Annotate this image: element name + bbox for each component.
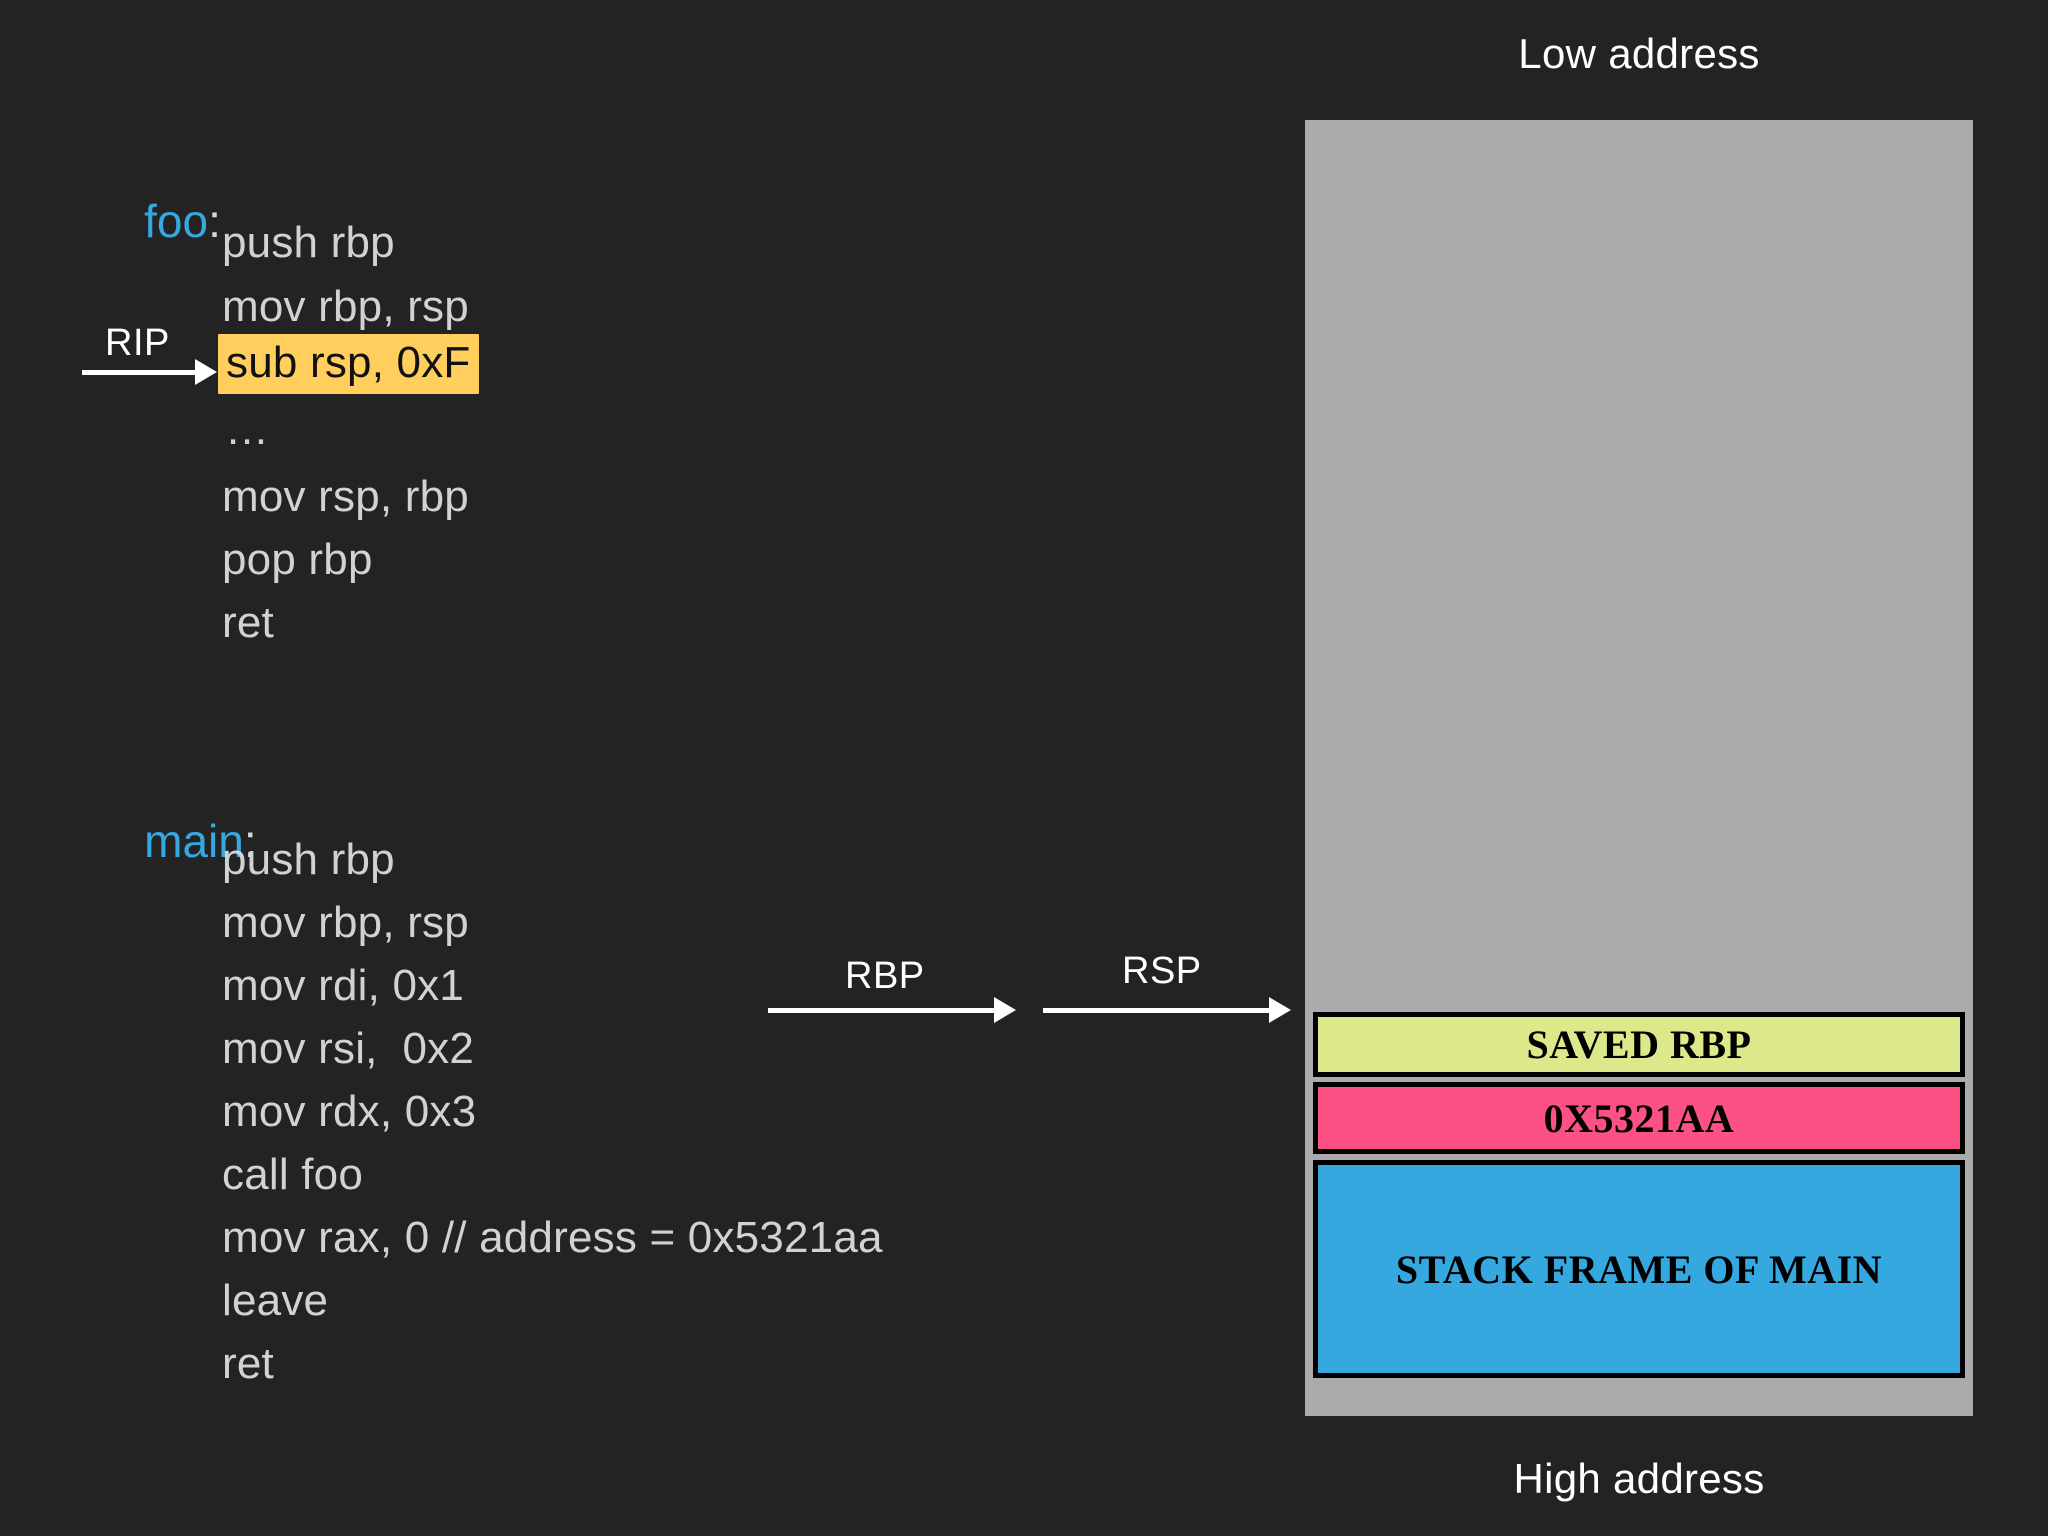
function-name-foo: foo [144, 195, 209, 247]
function-colon-main: : [243, 815, 257, 867]
high-address-label: High address [1513, 1455, 1765, 1502]
code-line-foo-1: mov rbp, rsp [222, 282, 469, 331]
rip-arrow-head [195, 359, 217, 385]
stack-entry-saved-rbp: SAVED RBP [1313, 1012, 1965, 1077]
code-line-foo-3-ellipsis: … [225, 405, 271, 454]
code-line-foo-0: push rbp [222, 218, 395, 267]
code-line-main-8: ret [222, 1339, 274, 1388]
stack-entry-saved-rbp-label: SAVED RBP [1526, 1022, 1752, 1067]
function-colon-foo: : [208, 195, 221, 247]
code-line-main-2: mov rdi, 0x1 [222, 961, 465, 1010]
code-line-foo-5: pop rbp [222, 535, 373, 584]
stack-entry-return-address-label: 0X5321AA [1543, 1095, 1735, 1141]
rsp-label: RSP [1122, 950, 1202, 992]
code-line-main-0: push rbp [222, 835, 395, 884]
code-line-foo-2-highlighted: sub rsp, 0xF [218, 334, 479, 394]
code-line-main-4: mov rdx, 0x3 [222, 1087, 477, 1136]
code-line-main-5: call foo [222, 1150, 364, 1199]
code-line-foo-4: mov rsp, rbp [222, 472, 469, 521]
function-label-main: main: [93, 760, 257, 922]
stack-entry-return-address: 0X5321AA [1313, 1082, 1965, 1154]
code-line-main-7: leave [222, 1276, 329, 1325]
rsp-arrow-line [1043, 1008, 1271, 1013]
rbp-arrow-head [994, 997, 1016, 1023]
function-name-main: main [144, 815, 244, 867]
code-line-main-3: mov rsi, 0x2 [222, 1024, 474, 1073]
rsp-arrow-head [1269, 997, 1291, 1023]
code-line-main-1: mov rbp, rsp [222, 898, 469, 947]
function-label-foo: foo: [93, 140, 221, 302]
code-line-main-6: mov rax, 0 // address = 0x5321aa [222, 1213, 883, 1262]
code-line-foo-6: ret [222, 598, 274, 647]
rip-label: RIP [105, 322, 170, 364]
rip-arrow-line [82, 370, 197, 375]
rbp-label: RBP [845, 955, 925, 997]
stack-entry-stack-frame-of-main-label: STACK FRAME OF MAIN [1395, 1246, 1883, 1292]
low-address-label: Low address [1518, 30, 1760, 77]
stack-entry-stack-frame-of-main: STACK FRAME OF MAIN [1313, 1160, 1965, 1378]
rbp-arrow-line [768, 1008, 996, 1013]
